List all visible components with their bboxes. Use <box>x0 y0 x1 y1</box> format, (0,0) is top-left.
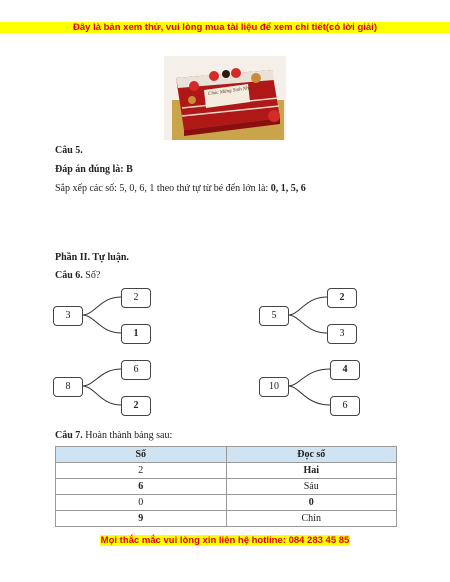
table-cell: 0 <box>55 494 227 511</box>
tree4-top: 4 <box>330 360 360 380</box>
table-header: Đọc số <box>225 446 397 463</box>
table-row: 9 Chín <box>55 510 397 527</box>
part2-title: Phần II. Tự luận. <box>55 252 129 263</box>
table-row: 2 Hai <box>55 462 397 479</box>
table-row: 6 Sáu <box>55 478 397 495</box>
preview-banner: Đây là bản xem thử, vui lòng mua tài liệ… <box>0 22 450 33</box>
tree1-top: 2 <box>121 288 151 308</box>
table-cell: 2 <box>55 462 227 479</box>
table-cell: 0 <box>225 494 397 511</box>
hotline-footer: Mọi thắc mắc vui lòng xin liên hệ hotlin… <box>99 535 351 546</box>
table-cell: Hai <box>225 462 397 479</box>
q5-result: 0, 1, 5, 6 <box>270 183 306 194</box>
tree3-top: 6 <box>121 360 151 380</box>
q5-answer: Đáp án đúng là: B <box>55 164 133 175</box>
tree4-bottom: 6 <box>330 396 360 416</box>
tree3-bottom: 2 <box>121 396 151 416</box>
q7-heading: Câu 7. Hoàn thành bảng sau: <box>55 430 173 441</box>
tree2-bottom: 3 <box>327 324 357 344</box>
tree4-root: 10 <box>259 377 289 397</box>
tree2-top: 2 <box>327 288 357 308</box>
table-header-row: Số Đọc số <box>55 446 397 463</box>
table-row: 0 0 <box>55 494 397 511</box>
tree1-root: 3 <box>53 306 83 326</box>
q6-heading: Câu 6. Số? <box>55 270 101 281</box>
table-header: Số <box>55 446 227 463</box>
table-cell: Chín <box>225 510 397 527</box>
q7-table: Số Đọc số 2 Hai 6 Sáu 0 0 9 Chín <box>55 446 397 527</box>
tree2-root: 5 <box>259 306 289 326</box>
table-cell: 6 <box>55 478 227 495</box>
q5-text: Sắp xếp các số: 5, 0, 6, 1 theo thứ tự t… <box>55 183 306 194</box>
q5-title: Câu 5. <box>55 145 83 156</box>
table-cell: 9 <box>55 510 227 527</box>
tree3-root: 8 <box>53 377 83 397</box>
cake-photo: Chúc Mừng Sinh Nhật <box>164 56 286 140</box>
tree1-bottom: 1 <box>121 324 151 344</box>
table-cell: Sáu <box>225 478 397 495</box>
